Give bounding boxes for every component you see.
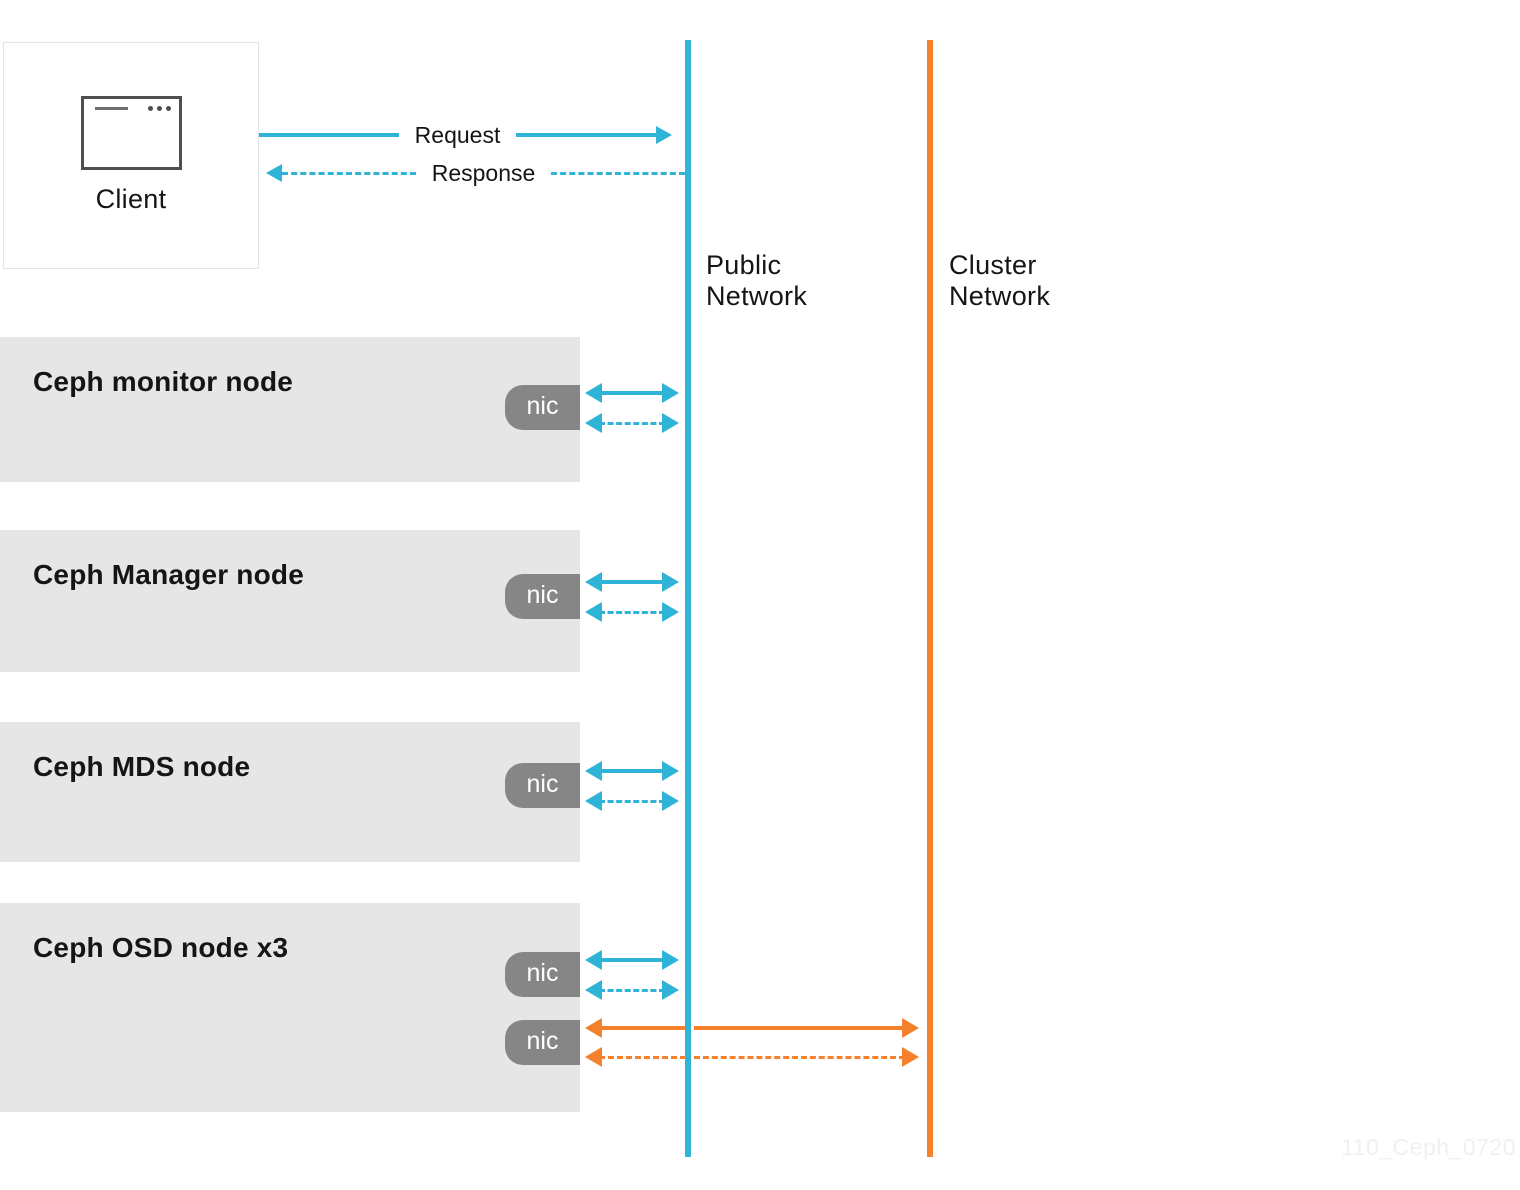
arrowhead-right-icon [662,761,679,781]
arrowhead-right-icon [662,950,679,970]
arrowhead-left-icon [585,950,602,970]
node-box-mds: Ceph MDS node [0,722,580,862]
nic-tag: nic [505,385,580,430]
public-network-line [685,40,691,1157]
request-arrow: Request [259,121,673,148]
response-line [551,171,686,175]
nic-public-dashed-arrow [585,412,679,434]
nic-tag: nic [505,763,580,808]
browser-menu-dots-icon [148,106,171,111]
node-title: Ceph OSD node x3 [33,932,289,963]
nic-cluster-solid-arrow-left [585,1017,686,1039]
arrowhead-right-icon [902,1018,919,1038]
request-line [259,133,399,137]
node-title: Ceph MDS node [33,751,251,782]
request-line [516,133,657,137]
browser-window-icon [81,96,182,170]
nic-tag: nic [505,952,580,997]
arrowhead-left-icon [585,602,602,622]
nic-public-solid-arrow [585,760,679,782]
arrowhead-left-icon [585,413,602,433]
node-box-manager: Ceph Manager node [0,530,580,672]
response-arrow: Response [266,159,686,186]
nic-tag: nic [505,1020,580,1065]
arrowhead-left-icon [585,980,602,1000]
response-line [282,171,416,175]
arrowhead-left-icon [266,164,282,182]
client-label: Client [95,184,167,214]
response-label: Response [431,159,536,186]
node-box-monitor: Ceph monitor node [0,337,580,482]
arrowhead-left-icon [585,1018,602,1038]
public-network-label: Public Network [706,250,808,311]
arrowhead-right-icon [662,980,679,1000]
nic-public-dashed-arrow [585,790,679,812]
nic-cluster-solid-arrow-right [694,1017,919,1039]
arrowhead-right-icon [662,602,679,622]
arrowhead-left-icon [585,761,602,781]
arrowhead-right-icon [662,572,679,592]
arrowhead-left-icon [585,383,602,403]
arrowhead-right-icon [662,791,679,811]
arrowhead-left-icon [585,572,602,592]
request-label: Request [414,121,501,148]
node-title: Ceph Manager node [33,559,304,590]
nic-public-dashed-arrow [585,601,679,623]
nic-cluster-dashed-arrow-left [585,1046,686,1068]
watermark: 110_Ceph_0720 [1341,1134,1516,1160]
arrowhead-right-icon [662,413,679,433]
arrowhead-right-icon [902,1047,919,1067]
nic-public-solid-arrow [585,382,679,404]
node-box-osd: Ceph OSD node x3 [0,903,580,1112]
nic-public-dashed-arrow [585,979,679,1001]
nic-public-solid-arrow [585,571,679,593]
node-title: Ceph monitor node [33,366,294,397]
cluster-network-label: Cluster Network [949,250,1051,311]
arrowhead-left-icon [585,791,602,811]
arrowhead-right-icon [662,383,679,403]
arrowhead-left-icon [585,1047,602,1067]
nic-public-solid-arrow [585,949,679,971]
nic-tag: nic [505,574,580,619]
nic-cluster-dashed-arrow-right [694,1046,919,1068]
cluster-network-line [927,40,933,1157]
client-box: Client [3,42,259,269]
browser-address-bar [95,107,128,110]
arrowhead-right-icon [656,126,673,144]
